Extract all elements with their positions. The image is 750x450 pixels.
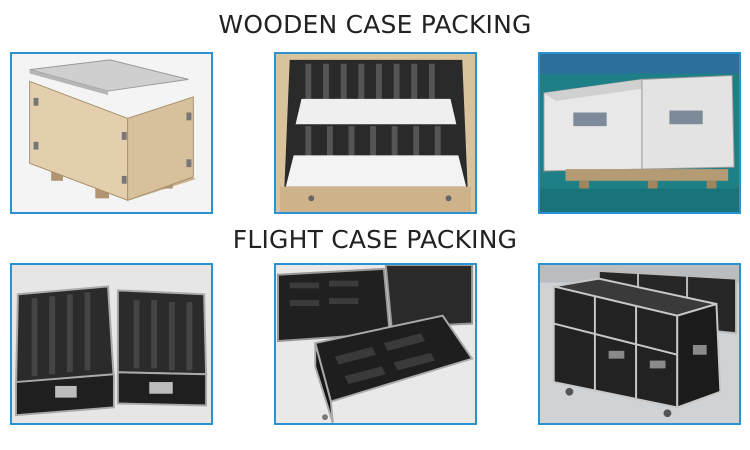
flight-case-title: FLIGHT CASE PACKING [232, 225, 518, 254]
sealed-crates-photo [538, 52, 741, 214]
closed-flight-cases-photo [538, 263, 741, 425]
plywood-crate-photo [10, 52, 213, 214]
foam-flight-cases-photo [274, 263, 477, 425]
open-flight-cases-photo [10, 263, 213, 425]
wooden-case-title: WOODEN CASE PACKING [218, 10, 532, 39]
foam-crate-photo [274, 52, 477, 214]
